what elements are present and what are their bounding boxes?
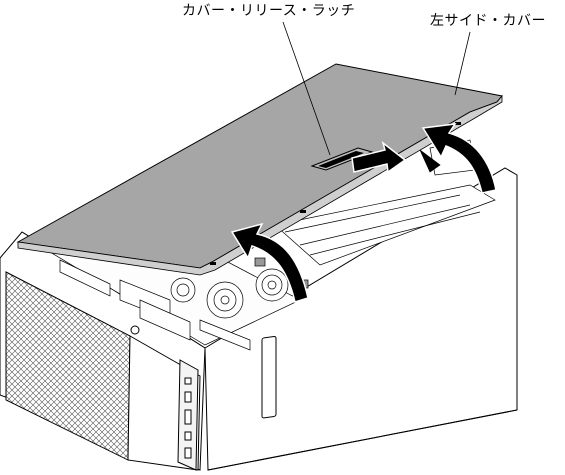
arrows bbox=[230, 123, 497, 303]
latch-push-arrow bbox=[351, 141, 407, 174]
fan-assembly bbox=[170, 268, 289, 319]
side-vent-slot bbox=[261, 335, 277, 419]
callout-leaders bbox=[282, 21, 471, 156]
left-side-cover-label: 左サイド・カバー bbox=[430, 13, 546, 29]
front-bezel bbox=[0, 231, 206, 471]
chassis-interior bbox=[29, 139, 496, 351]
cover-release-latch-label: カバー・リリース・ラッチ bbox=[182, 3, 356, 19]
lift-arrow-right bbox=[421, 123, 497, 194]
cover-release-latch[interactable] bbox=[310, 147, 374, 171]
lift-arrow-center bbox=[230, 222, 309, 303]
